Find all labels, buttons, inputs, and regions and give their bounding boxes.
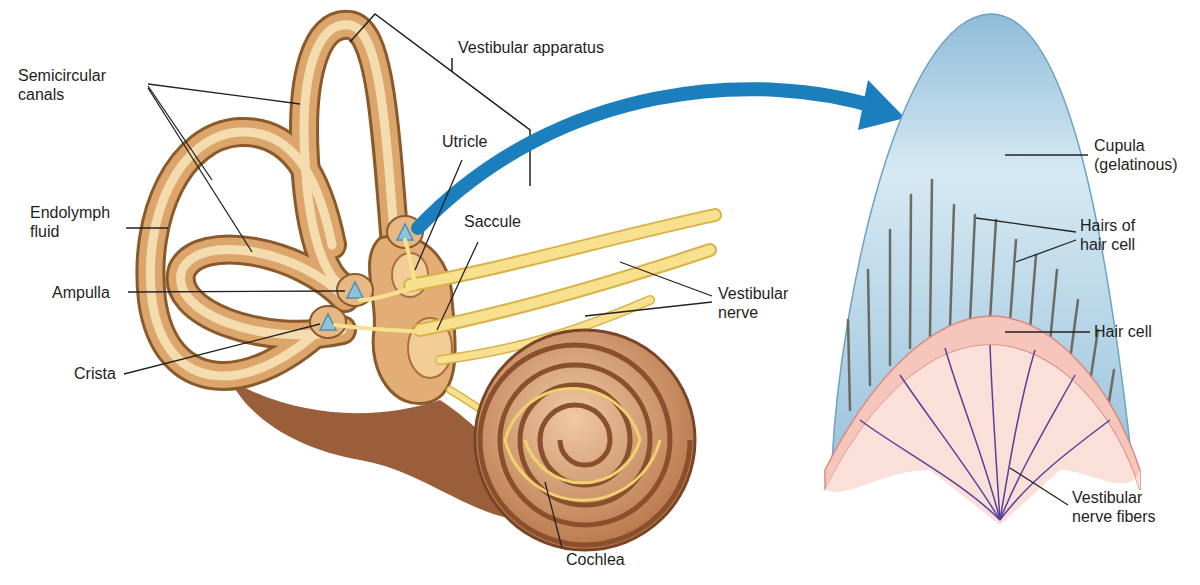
cochlea-drawing bbox=[475, 330, 695, 550]
part-label: Utricle bbox=[442, 132, 522, 151]
leader-line bbox=[620, 262, 712, 296]
part-label: Endolymph fluid bbox=[30, 203, 122, 241]
part-label: Cochlea bbox=[566, 550, 656, 569]
crista-shape bbox=[347, 282, 363, 298]
part-label: Cupula (gelatinous) bbox=[1094, 136, 1196, 174]
hair bbox=[950, 205, 954, 328]
hair bbox=[930, 180, 932, 336]
nerve-fiber bbox=[335, 325, 425, 332]
crista-shape bbox=[397, 224, 413, 240]
leader-line bbox=[1016, 240, 1076, 262]
part-label: Vestibular nerve bbox=[718, 284, 810, 322]
hair bbox=[889, 230, 892, 365]
part-label: Vestibular apparatus bbox=[458, 38, 648, 57]
part-label: Ampulla bbox=[52, 283, 132, 302]
hair bbox=[1010, 240, 1016, 322]
ampulla-shape bbox=[310, 306, 346, 338]
leader-line bbox=[148, 86, 212, 180]
semicircular-canals bbox=[150, 25, 395, 376]
leader-line bbox=[124, 324, 320, 374]
cupula-detail bbox=[825, 14, 1140, 525]
hair bbox=[1050, 270, 1057, 342]
leader-line bbox=[1005, 331, 1090, 332]
hair bbox=[868, 270, 870, 385]
fiber bbox=[1000, 375, 1075, 520]
fiber bbox=[860, 420, 1000, 520]
part-label: Semicircular canals bbox=[18, 66, 122, 104]
nerve-fiber bbox=[360, 288, 415, 300]
cochlea-shell bbox=[475, 330, 695, 550]
leader-line bbox=[148, 84, 300, 104]
hair bbox=[1070, 300, 1078, 360]
part-label: Hairs of hair cell bbox=[1080, 216, 1160, 254]
part-label: Vestibular nerve fibers bbox=[1072, 488, 1176, 526]
nerve-outline bbox=[410, 215, 715, 285]
part-label: Hair cell bbox=[1094, 322, 1194, 341]
part-label: Saccule bbox=[464, 212, 554, 231]
hair bbox=[848, 320, 850, 410]
hair bbox=[970, 215, 975, 322]
leader-line bbox=[437, 242, 478, 330]
nerve-fiber bbox=[410, 215, 715, 285]
leader-line bbox=[1010, 468, 1068, 505]
leader-line bbox=[128, 291, 345, 292]
hair bbox=[1030, 255, 1036, 330]
leader-line bbox=[415, 160, 462, 270]
fiber bbox=[990, 345, 1000, 520]
zoom-arrow bbox=[418, 89, 880, 228]
leader-line bbox=[451, 58, 453, 72]
cochlea-spiral bbox=[480, 345, 690, 545]
leader-line bbox=[585, 302, 712, 316]
leader-line bbox=[545, 482, 562, 548]
fiber bbox=[900, 375, 1000, 520]
crista-shape bbox=[320, 314, 336, 330]
leader-line bbox=[1005, 154, 1088, 155]
ampullae bbox=[310, 216, 423, 338]
leader-line bbox=[126, 227, 168, 228]
hair bbox=[910, 195, 911, 348]
nerve-outline bbox=[420, 250, 710, 330]
hair bbox=[990, 220, 996, 320]
fiber bbox=[1000, 350, 1035, 520]
part-label: Crista bbox=[74, 364, 134, 383]
cochlear-nerve-spiral bbox=[505, 389, 660, 501]
leader-line bbox=[976, 218, 1076, 232]
nerve-fiber bbox=[405, 240, 415, 285]
arrowhead bbox=[858, 80, 905, 130]
leader-lines bbox=[124, 84, 1090, 548]
nerve-fiber bbox=[420, 250, 710, 330]
